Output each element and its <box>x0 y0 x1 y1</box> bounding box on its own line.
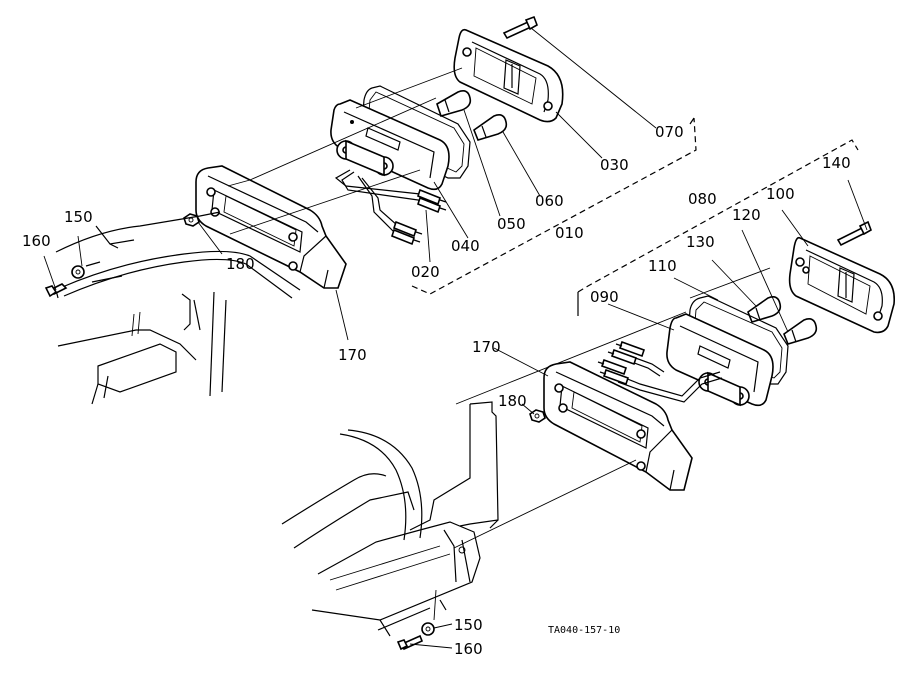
label-180-lower: 180 <box>498 392 527 410</box>
label-130: 130 <box>686 233 715 251</box>
frame-upper-left <box>55 211 301 405</box>
label-150-upper: 150 <box>64 208 93 226</box>
base-170-upper <box>195 165 347 289</box>
wire-harness-080 <box>597 340 723 403</box>
frame-lower <box>281 401 499 637</box>
label-160-upper: 160 <box>22 232 51 250</box>
callout-labels: 070 030 060 050 010 040 020 180 170 150 … <box>22 123 851 658</box>
bulb-120 <box>783 318 818 345</box>
label-010: 010 <box>555 224 584 242</box>
label-160-lower: 160 <box>454 640 483 658</box>
fastener-150-160-upper <box>44 265 85 298</box>
label-040: 040 <box>451 237 480 255</box>
label-070: 070 <box>655 123 684 141</box>
nut-180-upper <box>183 213 200 227</box>
label-080: 080 <box>688 190 717 208</box>
label-170-lower: 170 <box>472 338 501 356</box>
nut-180-lower <box>529 409 546 423</box>
lens-030 <box>453 28 564 123</box>
label-030: 030 <box>600 156 629 174</box>
housing-010 <box>330 99 450 191</box>
label-100: 100 <box>766 185 795 203</box>
label-150-lower: 150 <box>454 616 483 634</box>
label-090: 090 <box>590 288 619 306</box>
group-bracket-lower <box>577 139 859 293</box>
label-110: 110 <box>648 257 677 275</box>
label-140: 140 <box>822 154 851 172</box>
label-020: 020 <box>411 263 440 281</box>
wire-harness-020 <box>334 169 447 246</box>
bulb-060 <box>473 114 508 141</box>
housing-090 <box>666 313 774 407</box>
label-060: 060 <box>535 192 564 210</box>
leader-lines <box>43 27 868 649</box>
figure-code: TA040-157-10 <box>548 625 620 636</box>
label-050: 050 <box>497 215 526 233</box>
lens-100 <box>788 236 896 334</box>
group-bracket-upper <box>411 117 697 295</box>
label-180-upper: 180 <box>226 255 255 273</box>
screw-140 <box>836 220 872 247</box>
label-170-upper: 170 <box>338 346 367 364</box>
bulb-050 <box>436 90 472 117</box>
screw-070 <box>502 15 538 40</box>
fastener-150-160-lower <box>396 622 435 651</box>
label-120: 120 <box>732 206 761 224</box>
bulb-130 <box>747 296 782 323</box>
